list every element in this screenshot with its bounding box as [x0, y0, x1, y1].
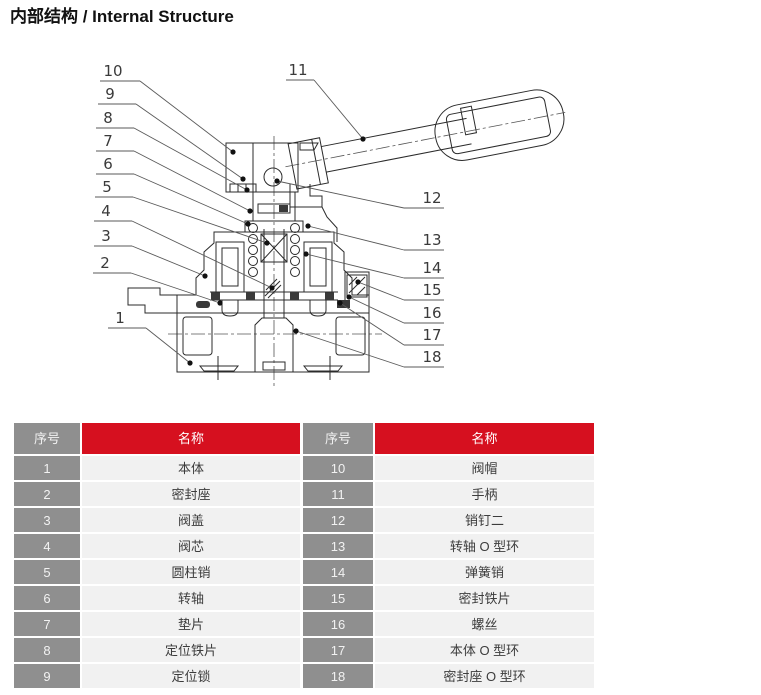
callout-7: 7: [96, 132, 253, 214]
callout-1: 1: [108, 309, 193, 366]
callout-number: 3: [101, 227, 111, 245]
callout-number: 15: [422, 281, 441, 299]
callout-8: 8: [96, 109, 250, 193]
callout-13: 13: [305, 223, 444, 251]
center-lines: [168, 136, 382, 386]
part-name: 密封座 O 型环: [375, 664, 594, 688]
part-name: 圆柱销: [82, 560, 300, 584]
callout-number: 12: [422, 189, 441, 207]
callout-number: 10: [103, 62, 122, 80]
callout-number: 5: [102, 178, 112, 196]
callout-9: 9: [98, 85, 246, 182]
valve-shaft-column: [244, 191, 304, 233]
part-number: 3: [14, 508, 80, 532]
callout-3: 3: [94, 227, 208, 279]
part-name: 密封铁片: [375, 586, 594, 610]
part-number: 14: [303, 560, 373, 584]
callout-11: 11: [286, 61, 366, 142]
col-header-no: 序号: [14, 423, 80, 454]
callout-number: 18: [422, 348, 441, 366]
callout-number: 2: [100, 254, 110, 272]
valve-body: [127, 271, 370, 380]
callout-12: 12: [274, 178, 444, 209]
callout-17: 17: [337, 300, 444, 346]
valve-handle: [285, 89, 566, 190]
part-number: 18: [303, 664, 373, 688]
callout-number: 11: [288, 61, 307, 79]
callout-4: 4: [94, 202, 275, 291]
part-number: 16: [303, 612, 373, 636]
callout-5: 5: [95, 178, 270, 246]
part-name: 本体 O 型环: [375, 638, 594, 662]
part-number: 8: [14, 638, 80, 662]
valve-cover: [176, 231, 370, 313]
part-number: 4: [14, 534, 80, 558]
part-name: 垫片: [82, 612, 300, 636]
callout-2: 2: [93, 254, 223, 306]
part-name: 阀帽: [375, 456, 594, 480]
part-name: 手柄: [375, 482, 594, 506]
part-name: 转轴 O 型环: [375, 534, 594, 558]
col-header-name: 名称: [82, 423, 300, 454]
part-name: 阀芯: [82, 534, 300, 558]
part-name: 本体: [82, 456, 300, 480]
callout-number: 13: [422, 231, 441, 249]
part-name: 定位铁片: [82, 638, 300, 662]
part-name: 密封座: [82, 482, 300, 506]
part-number: 12: [303, 508, 373, 532]
callout-number: 8: [103, 109, 113, 127]
part-name: 销钉二: [375, 508, 594, 532]
part-number: 6: [14, 586, 80, 610]
part-number: 5: [14, 560, 80, 584]
callout-16: 16: [346, 294, 444, 324]
callout-18: 18: [293, 328, 444, 368]
part-number: 10: [303, 456, 373, 480]
callout-10: 10: [100, 62, 236, 155]
part-name: 螺丝: [375, 612, 594, 636]
callout-number: 9: [105, 85, 115, 103]
page-title: 内部结构 / Internal Structure: [10, 7, 234, 26]
part-name: 定位锁: [82, 664, 300, 688]
callout-number: 6: [103, 155, 113, 173]
part-number: 15: [303, 586, 373, 610]
callout-number: 4: [101, 202, 111, 220]
part-number: 11: [303, 482, 373, 506]
callout-number: 7: [103, 132, 113, 150]
part-number: 1: [14, 456, 80, 480]
part-number: 17: [303, 638, 373, 662]
callout-6: 6: [96, 155, 251, 227]
part-name: 阀盖: [82, 508, 300, 532]
callout-number: 16: [422, 304, 441, 322]
part-name: 转轴: [82, 586, 300, 610]
part-number: 9: [14, 664, 80, 688]
part-number: 2: [14, 482, 80, 506]
part-number: 7: [14, 612, 80, 636]
callout-number: 17: [422, 326, 441, 344]
col-header-name: 名称: [375, 423, 594, 454]
valve-mechanism: [210, 223, 338, 318]
callout-14: 14: [303, 251, 444, 279]
callout-15: 15: [355, 279, 444, 301]
part-name: 弹簧销: [375, 560, 594, 584]
col-header-no: 序号: [303, 423, 373, 454]
callout-number: 14: [422, 259, 441, 277]
callout-number: 1: [115, 309, 125, 327]
part-number: 13: [303, 534, 373, 558]
